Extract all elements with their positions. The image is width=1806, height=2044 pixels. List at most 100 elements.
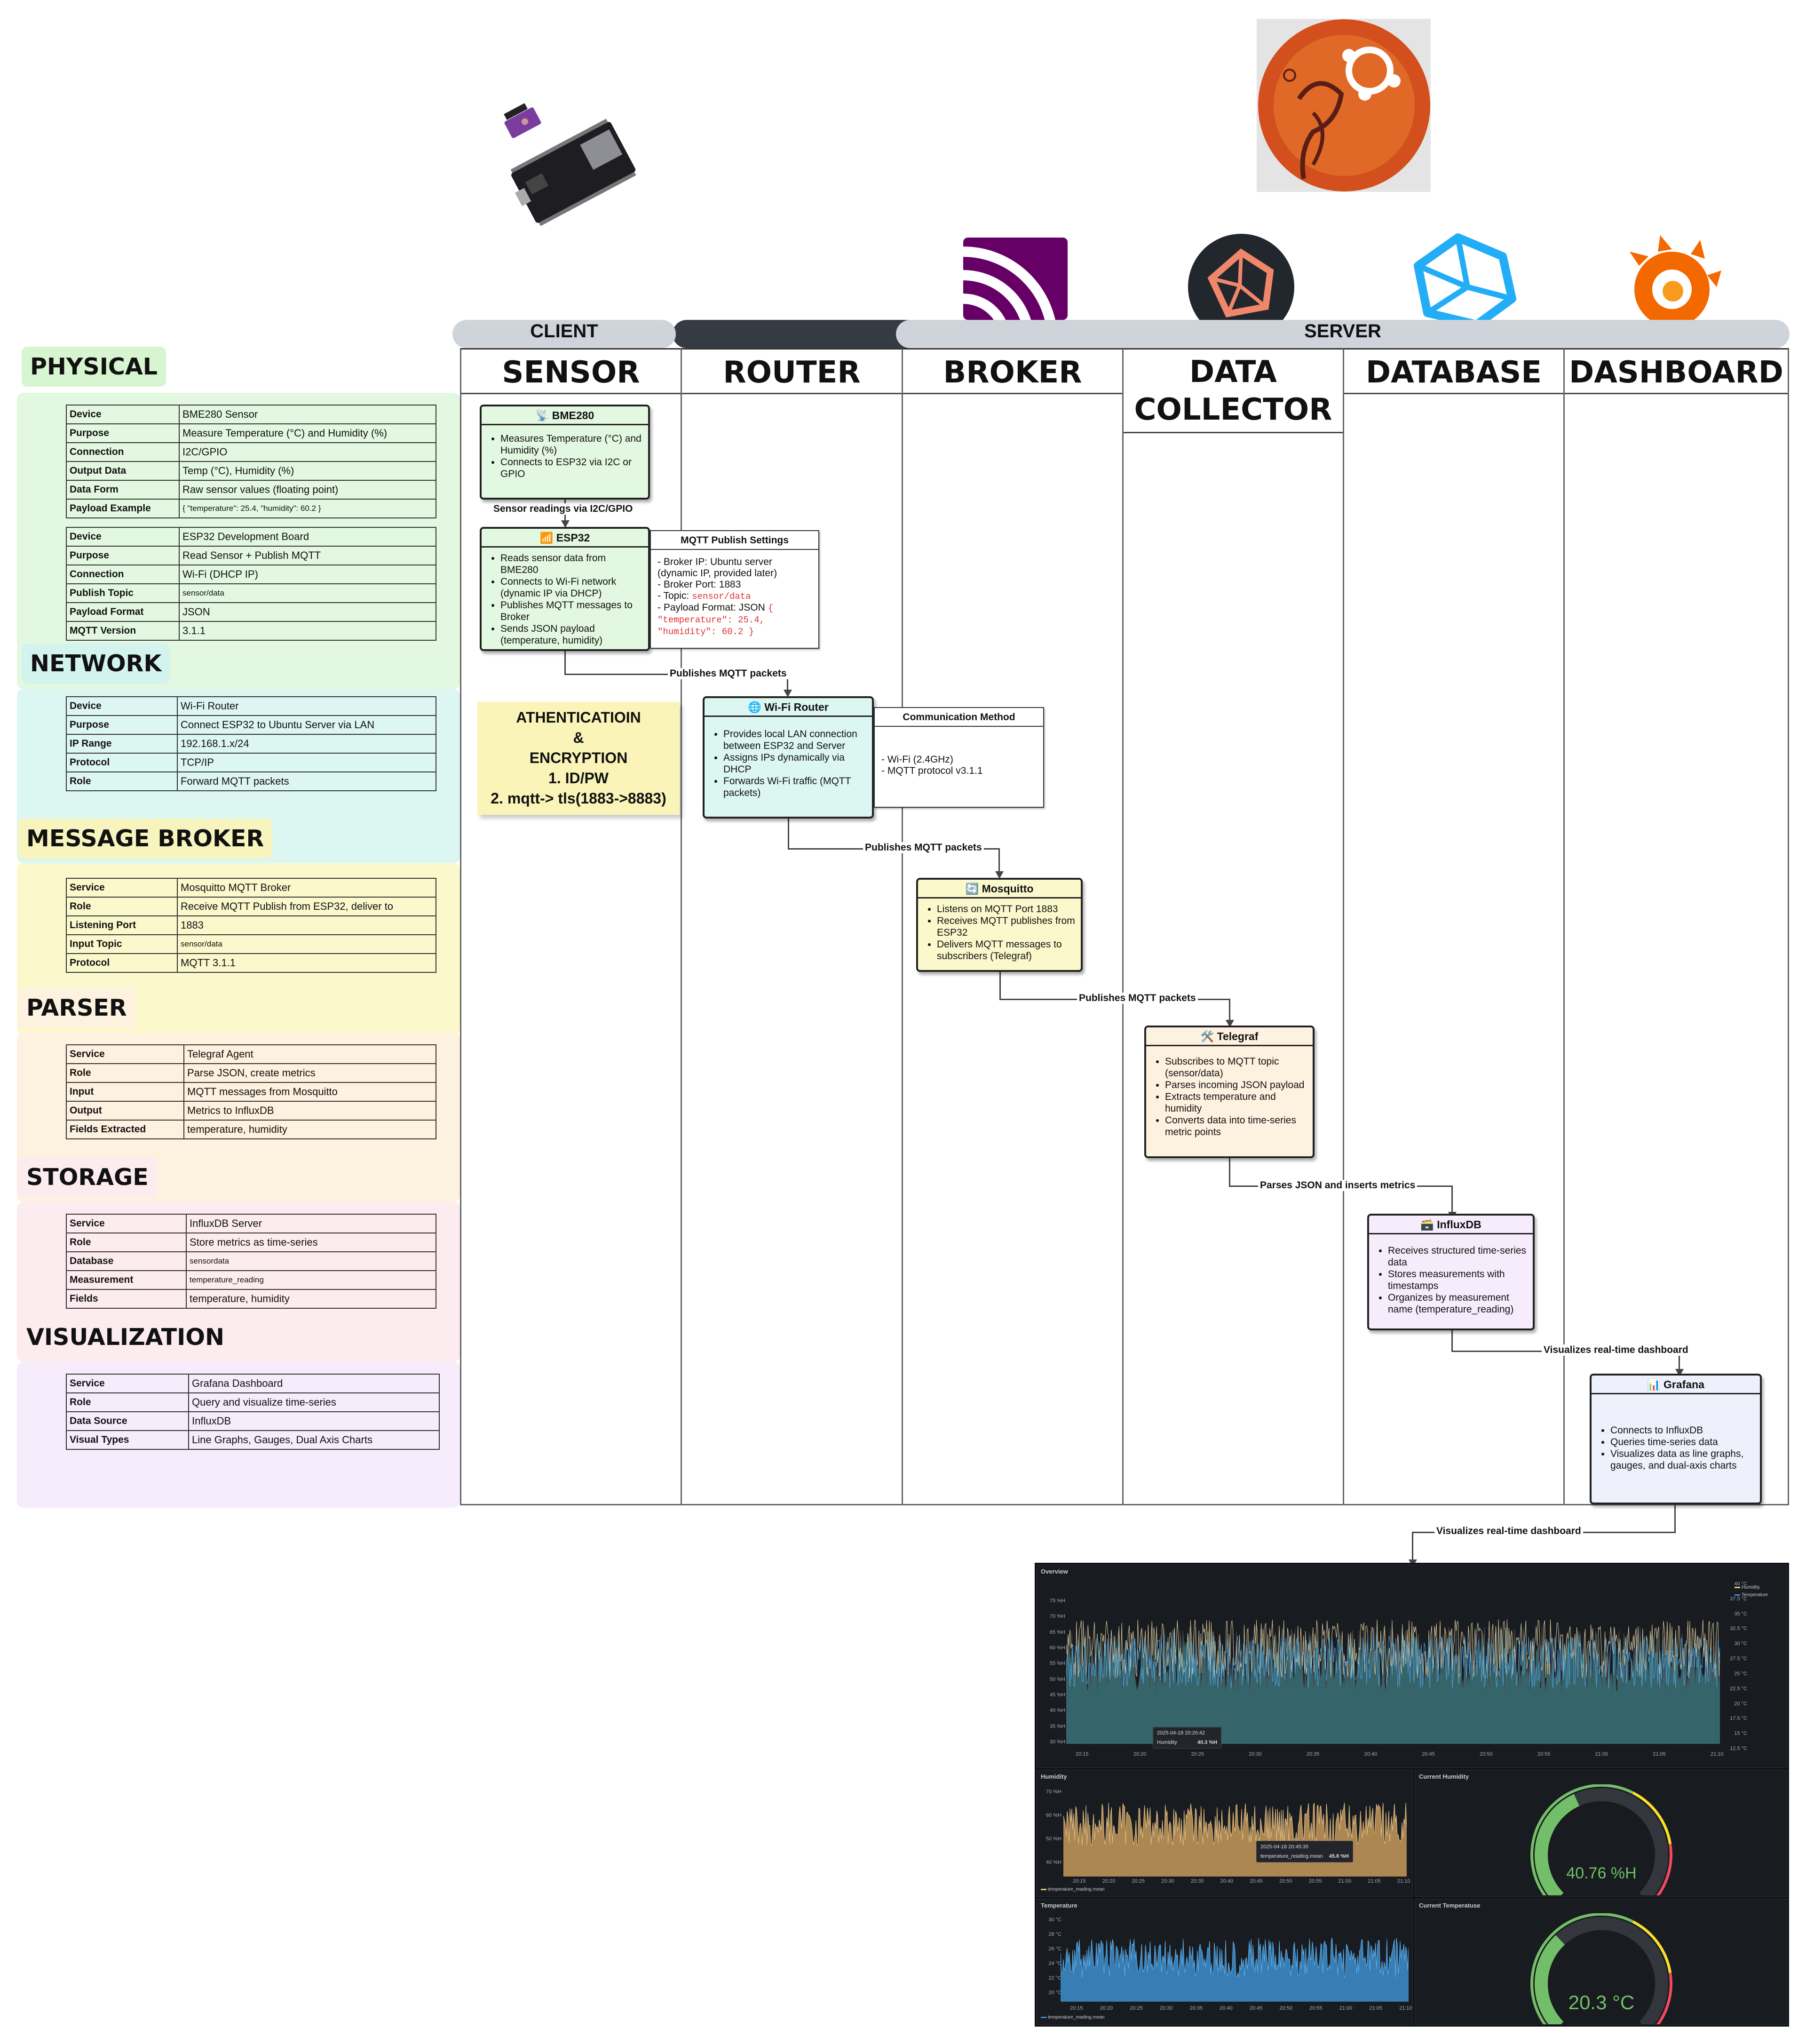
mqtt-settings-body: - Broker IP: Ubuntu server (dynamic IP, … <box>657 557 777 637</box>
edge-label-sensor-readings: Sensor readings via I2C/GPIO <box>491 503 635 515</box>
axis-tick-label: 20:50 <box>1279 1878 1292 1884</box>
list-item: Receives structured time-series data <box>1388 1245 1528 1268</box>
bme280-title: 📡 BME280 <box>482 406 648 425</box>
list-item: Forwards Wi-Fi traffic (MQTT packets) <box>723 775 867 799</box>
current-temperature-title: Current Temperatuse <box>1419 1902 1481 1909</box>
series-line <box>1061 1937 1409 1978</box>
edge-esp32-wifi <box>564 651 566 675</box>
telegraf-logo <box>1188 234 1294 320</box>
axis-tick-label: 32.5 °C <box>1730 1626 1747 1632</box>
bme280-node[interactable]: 📡 BME280 Measures Temperature (°C) and H… <box>480 405 650 500</box>
list-item: Provides local LAN connection between ES… <box>723 728 867 752</box>
axis-tick-label: 20:35 <box>1190 1878 1204 1884</box>
ubuntu-jellyfish-logo <box>1257 19 1431 192</box>
list-item: Connects to Wi-Fi network (dynamic IP vi… <box>500 576 643 599</box>
axis-tick-label: 24 °C <box>1048 1961 1061 1966</box>
list-item: Assigns IPs dynamically via DHCP <box>723 752 867 775</box>
humidity-gauge <box>1530 1784 1672 1895</box>
axis-tick-label: 21:05 <box>1369 2005 1382 2011</box>
communication-method-note: Communication Method - Wi-Fi (2.4GHz) - … <box>874 707 1044 808</box>
lane-dashboard: DASHBOARD <box>1563 348 1789 1505</box>
axis-tick-label: 35 °C <box>1734 1611 1747 1617</box>
grafana-node[interactable]: 📊 Grafana Connects to InfluxDB Queries t… <box>1590 1374 1762 1504</box>
telegraf-node[interactable]: 🛠️ Telegraf Subscribes to MQTT topic (se… <box>1144 1026 1315 1158</box>
humidity-plot <box>1063 1802 1407 1877</box>
axis-tick-label: 21:00 <box>1595 1751 1608 1757</box>
axis-tick-label: 20:40 <box>1220 1878 1234 1884</box>
axis-tick-label: 22 °C <box>1048 1975 1061 1981</box>
current-humidity-panel[interactable]: Current Humidity 40.76 %H <box>1415 1770 1787 1897</box>
axis-tick-label: 20 °C <box>1048 1990 1061 1996</box>
telegraf-title: 🛠️ Telegraf <box>1146 1027 1313 1046</box>
axis-tick-label: 20:55 <box>1309 2005 1323 2011</box>
wifi-router-node[interactable]: 🌐 Wi-Fi Router Provides local LAN connec… <box>703 696 874 819</box>
axis-tick-label: 22.5 °C <box>1730 1686 1747 1692</box>
list-item: Converts data into time-series metric po… <box>1165 1114 1308 1138</box>
lane-title-router: ROUTER <box>682 350 902 394</box>
axis-tick-label: 15 °C <box>1734 1731 1747 1737</box>
series-area <box>1063 1803 1407 1877</box>
axis-tick-label: 20:40 <box>1364 1751 1378 1757</box>
series-area <box>1066 1626 1720 1744</box>
lane-router: ROUTER <box>681 348 903 1505</box>
axis-tick-label: 20:50 <box>1279 2005 1292 2011</box>
axis-tick-label: 21:10 <box>1399 2005 1412 2011</box>
grafana-list: Connects to InfluxDB Queries time-series… <box>1592 1394 1760 1471</box>
axis-tick-label: 20:25 <box>1191 1751 1204 1757</box>
esp32-node[interactable]: 📶 ESP32 Reads sensor data from BME280 Co… <box>480 527 650 651</box>
list-item: Organizes by measurement name (temperatu… <box>1388 1292 1528 1315</box>
humidity-legend: temperature_reading.mean <box>1041 1887 1104 1892</box>
temperature-gauge-value: 20.3 °C <box>1568 1991 1635 2013</box>
axis-tick-label: 35 %H <box>1049 1723 1065 1729</box>
server-band <box>896 320 1790 348</box>
grafana-title: 📊 Grafana <box>1592 1376 1760 1394</box>
list-item: Listens on MQTT Port 1883 <box>937 903 1076 915</box>
list-item: Delivers MQTT messages to subscribers (T… <box>937 938 1076 962</box>
axis-tick-label: 21:05 <box>1653 1751 1666 1757</box>
edge-mosquitto-telegraf <box>999 971 1001 1000</box>
axis-tick-label: 20:40 <box>1220 2005 1233 2011</box>
gauge-threshold <box>1530 1913 1634 2024</box>
lane-database: DATABASE <box>1343 348 1565 1505</box>
edge-grafana-dashboard <box>1674 1504 1676 1533</box>
axis-tick-label: 20:55 <box>1537 1751 1551 1757</box>
axis-tick-label: 65 %H <box>1049 1629 1065 1635</box>
axis-tick-label: 40 °C <box>1734 1581 1747 1587</box>
axis-tick-label: 20:35 <box>1189 2005 1203 2011</box>
esp32-title: 📶 ESP32 <box>482 529 648 548</box>
parser-title: PARSER <box>18 988 135 1028</box>
physical-title: PHYSICAL <box>22 347 166 387</box>
gauge-value-arc <box>1535 1794 1580 1895</box>
list-item: Extracts temperature and humidity <box>1165 1091 1308 1114</box>
axis-tick-label: 20:30 <box>1249 1751 1262 1757</box>
axis-tick-label: 50 %H <box>1046 1836 1061 1842</box>
list-item: Reads sensor data from BME280 <box>500 552 643 576</box>
current-temperature-panel[interactable]: Current Temperatuse 20.3 °C <box>1415 1899 1787 2025</box>
list-item: Measures Temperature (°C) and Humidity (… <box>500 433 643 456</box>
mosquitto-node[interactable]: 🔄 Mosquitto Listens on MQTT Port 1883 Re… <box>916 878 1083 972</box>
grafana-logo <box>1620 233 1724 320</box>
axis-tick-label: 21:00 <box>1338 1878 1352 1884</box>
axis-tick-label: 30 °C <box>1048 1917 1061 1923</box>
influxdb-node[interactable]: 🗃️ InfluxDB Receives structured time-ser… <box>1367 1214 1535 1330</box>
